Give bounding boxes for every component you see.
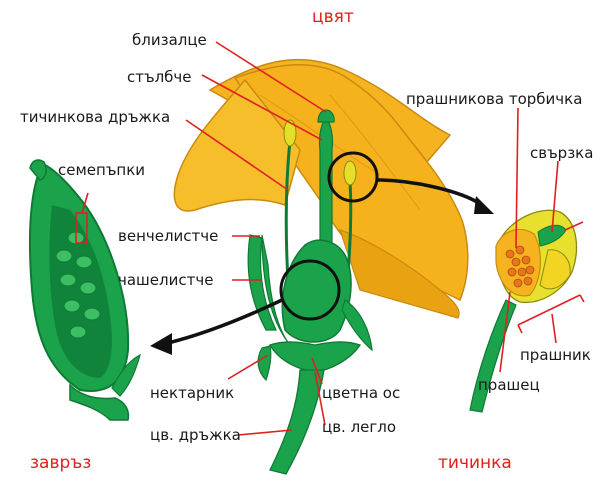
label-anther-sac: прашникова торбичка bbox=[406, 90, 582, 108]
label-stigma: близалце bbox=[132, 31, 207, 49]
pollen-grain bbox=[516, 246, 524, 254]
ovule bbox=[56, 250, 72, 262]
label-anther: прашник bbox=[520, 346, 591, 364]
pedicel bbox=[270, 370, 324, 474]
label-petal: венчелистче bbox=[118, 227, 218, 245]
ovule bbox=[80, 282, 96, 294]
pollen-grain bbox=[522, 256, 530, 264]
stamen-filament bbox=[470, 300, 516, 412]
ovule bbox=[60, 274, 76, 286]
pollen-grain bbox=[526, 266, 534, 274]
pollen-grain bbox=[524, 277, 532, 285]
ovary-illustration bbox=[30, 160, 140, 420]
label-receptacle: цв. легло bbox=[322, 418, 396, 436]
nectary-lobe bbox=[258, 346, 271, 380]
pollen-grain bbox=[506, 250, 514, 258]
leader-anther bbox=[552, 314, 556, 343]
label-axis: цветна ос bbox=[322, 384, 400, 402]
ovule bbox=[70, 326, 86, 338]
ovary-style-top bbox=[30, 160, 46, 180]
title-ovary: завръз bbox=[30, 453, 91, 473]
flower-illustration bbox=[174, 60, 467, 474]
anther-left bbox=[284, 120, 296, 146]
label-sepal: чашелистче bbox=[118, 271, 213, 289]
label-nectary: нектарник bbox=[150, 384, 234, 402]
ovule bbox=[76, 256, 92, 268]
leader-pedicel bbox=[238, 430, 292, 435]
label-ovules: семепъпки bbox=[58, 161, 145, 179]
ovary-body bbox=[282, 240, 351, 342]
pollen-grain bbox=[518, 268, 526, 276]
arrow-to-stamen-head bbox=[474, 196, 494, 214]
pollen-grain bbox=[514, 279, 522, 287]
label-connective: свързка bbox=[530, 144, 593, 162]
ovule bbox=[84, 308, 100, 320]
ovule bbox=[64, 300, 80, 312]
title-stamen: тичинка bbox=[438, 453, 512, 473]
pollen-grain bbox=[512, 258, 520, 266]
title-flower: цвят bbox=[312, 7, 354, 27]
pollen-grain bbox=[508, 268, 516, 276]
label-filament: прашец bbox=[478, 376, 540, 394]
label-style: стълбче bbox=[127, 68, 192, 86]
anther-right bbox=[344, 161, 356, 185]
label-pedicel: цв. дръжка bbox=[150, 426, 241, 444]
label-filament-top: тичинкова дръжка bbox=[20, 108, 170, 126]
arrow-to-ovary-head bbox=[150, 333, 172, 355]
